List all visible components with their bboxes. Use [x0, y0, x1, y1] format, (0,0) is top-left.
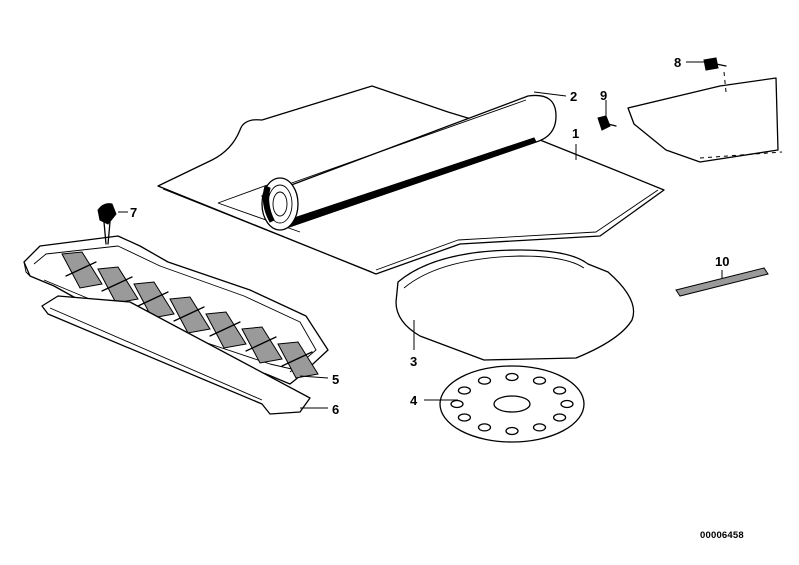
perforated-disc-part-4 [439, 365, 585, 443]
callout-10: 10 [715, 254, 729, 269]
tray-rib [133, 281, 175, 319]
callout-6: 6 [332, 402, 339, 417]
callout-8: 8 [674, 55, 681, 70]
callout-5: 5 [332, 372, 339, 387]
disc-hole [532, 376, 547, 385]
tray-rib [97, 266, 139, 304]
disc-holes [450, 372, 574, 436]
tray-rib-edge [101, 276, 133, 292]
tray-rib [241, 326, 283, 364]
tray-rib-edge [281, 351, 313, 367]
tray-rib [205, 311, 247, 349]
disc-hole [560, 399, 574, 409]
plate-part-6 [41, 295, 311, 415]
rolled-mat-part-2 [261, 94, 557, 231]
callout-3: 3 [410, 354, 417, 369]
disc-hole [477, 423, 492, 432]
callout-4: 4 [410, 393, 418, 408]
tray-rib-edge [245, 336, 277, 352]
disc-hole [552, 386, 567, 395]
disc-hole [552, 413, 567, 422]
callout-2: 2 [570, 89, 577, 104]
screw-part-8 [703, 57, 727, 71]
strip-part-10 [675, 267, 769, 297]
callout-leaders [118, 61, 723, 409]
tray-rib-edge [65, 261, 97, 277]
disc-hole [532, 423, 547, 432]
clip-part-9 [597, 115, 617, 131]
tray-rib-edge [173, 306, 205, 322]
disc-hole [505, 426, 519, 436]
tray-ribs [61, 251, 319, 379]
disc-hole [457, 413, 472, 422]
reference-number: 00006458 [700, 530, 744, 541]
tray-rib-edge [137, 291, 169, 307]
disc-hole [477, 376, 492, 385]
mat-part-3 [395, 249, 635, 361]
tray-rib [61, 251, 103, 289]
callout-1: 1 [572, 126, 579, 141]
callout-7: 7 [130, 205, 137, 220]
cover-panel [627, 71, 783, 163]
tray-part-5 [23, 235, 329, 385]
tray-rib-edge [209, 321, 241, 337]
disc-hole [450, 399, 464, 409]
disc-hole [505, 372, 519, 382]
clip-part-7 [97, 203, 117, 245]
callout-9: 9 [600, 88, 607, 103]
disc-hole [457, 386, 472, 395]
tray-rib [169, 296, 211, 334]
tray-rib [277, 341, 319, 379]
